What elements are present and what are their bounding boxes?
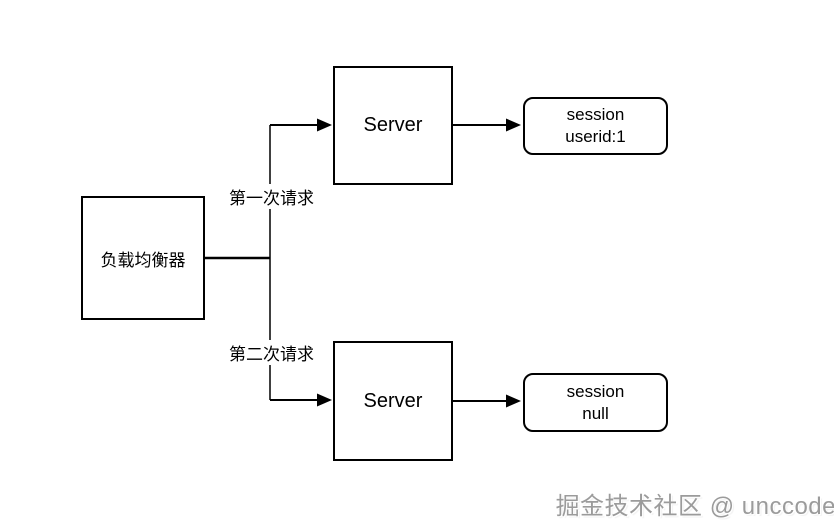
session-userid-line1: session <box>566 105 625 124</box>
server-top-label: Server <box>363 114 423 136</box>
load-balancer-label: 负载均衡器 <box>100 250 186 270</box>
arrowhead-server-bottom <box>317 393 332 407</box>
session-userid-line2: userid:1 <box>565 127 626 146</box>
session-null-line2: null <box>582 403 609 423</box>
arrowhead-session-bottom <box>506 394 521 408</box>
server-bottom-label: Server <box>363 389 423 412</box>
watermark-text: 掘金技术社区 @ unccode <box>555 493 834 520</box>
load-balancer-node: 负载均衡器 <box>81 196 205 320</box>
arrowhead-server-top <box>317 118 332 132</box>
server-bottom-node: Server <box>333 341 453 461</box>
session-null-node: session null <box>523 373 668 432</box>
session-null-line1: session <box>566 381 625 401</box>
arrowhead-session-top <box>506 118 521 132</box>
server-top-node: Server <box>333 66 453 185</box>
session-userid-node: session userid:1 <box>523 97 668 155</box>
edge-label-second-request: 第二次请求 <box>227 340 316 365</box>
edge-label-first-request: 第一次请求 <box>227 184 316 209</box>
